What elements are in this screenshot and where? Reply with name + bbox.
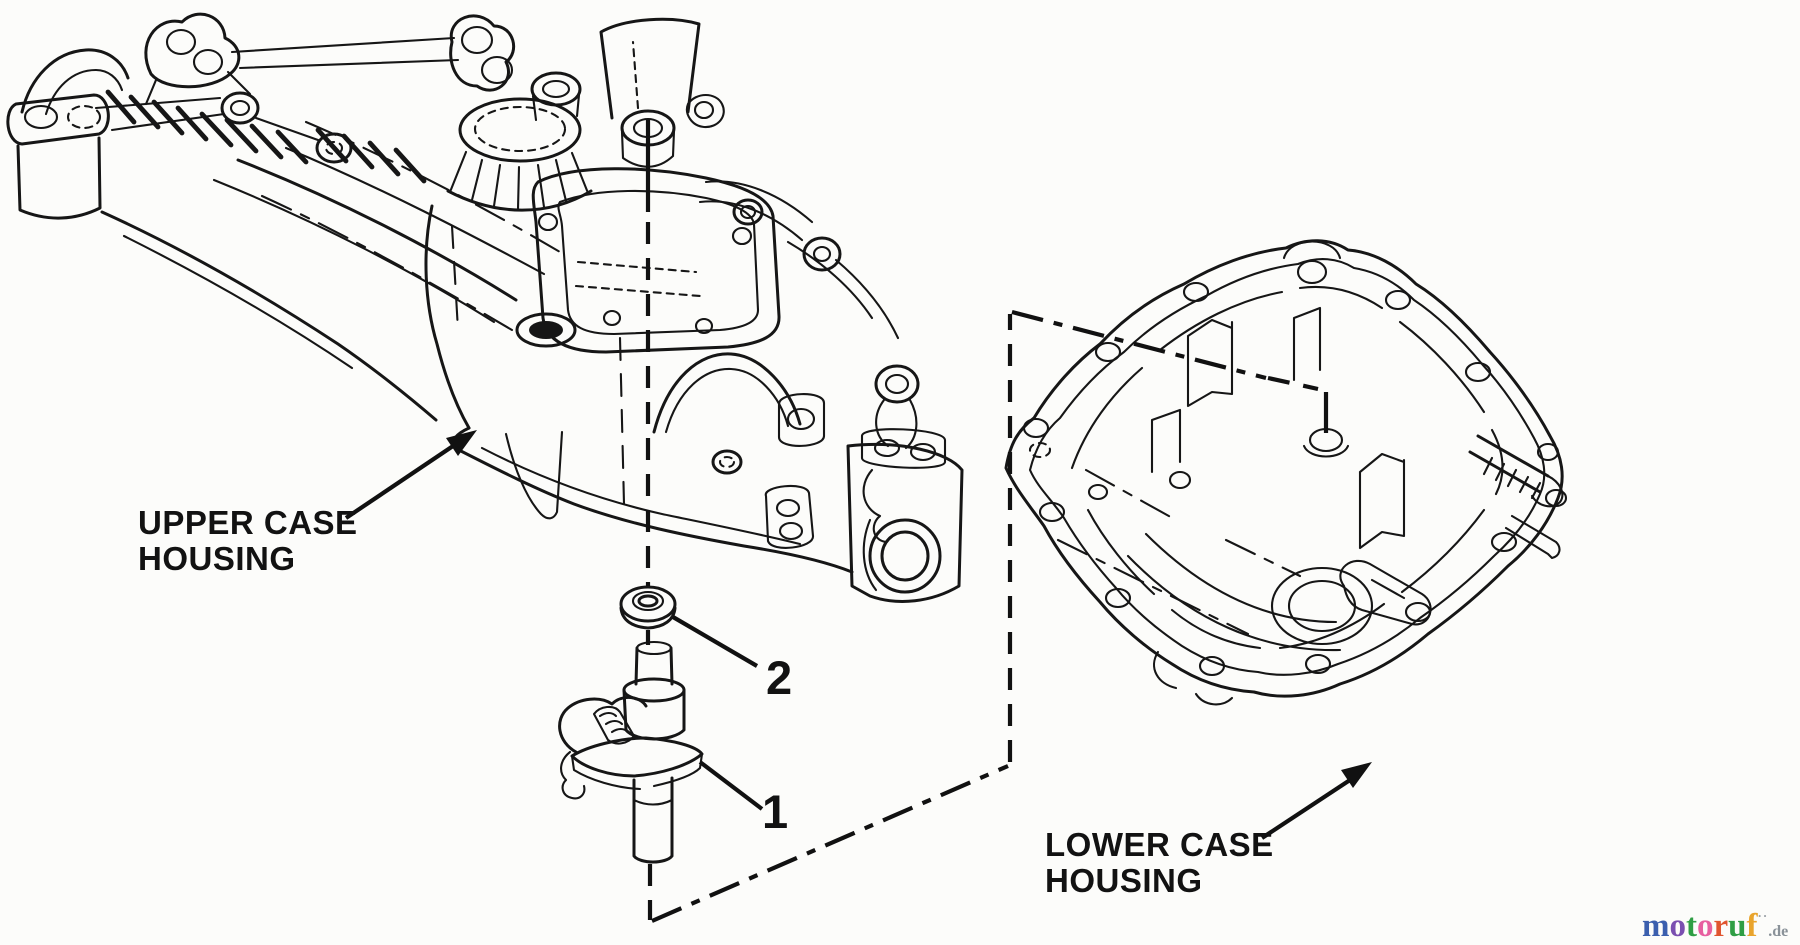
upper-case-arrow-line bbox=[344, 442, 458, 520]
logo-letter: f bbox=[1746, 908, 1758, 944]
upper-case-label-line2: HOUSING bbox=[138, 540, 296, 577]
logo-letter: o bbox=[1669, 908, 1687, 944]
logo-letter: m bbox=[1642, 908, 1670, 944]
part-1-number: 1 bbox=[762, 785, 788, 838]
logo-letter: r bbox=[1713, 908, 1729, 944]
part-1-control-shaft-drawing bbox=[558, 640, 704, 864]
main-cavity bbox=[531, 167, 781, 354]
upper-case-label-line1: UPPER CASE bbox=[138, 504, 358, 541]
logo-trademark-dots: ·· bbox=[1757, 908, 1769, 923]
upper-case-housing-drawing bbox=[6, 12, 964, 603]
upper-case-callout: UPPER CASE HOUSING bbox=[138, 430, 477, 577]
part-1-leader-line bbox=[698, 760, 764, 811]
logo-domain-suffix: .de bbox=[1768, 923, 1789, 940]
shaft-seat-boss bbox=[1302, 427, 1350, 458]
bolt-hole bbox=[66, 104, 102, 130]
lower-case-label-line1: LOWER CASE bbox=[1045, 826, 1274, 863]
assembly-centerline bbox=[645, 120, 1329, 923]
lower-case-callout: LOWER CASE HOUSING bbox=[1045, 762, 1372, 899]
bolt-hole bbox=[23, 104, 59, 130]
lower-case-arrow-line bbox=[1260, 778, 1352, 840]
watermark-motoruf-logo: motoruf··.de bbox=[1642, 896, 1800, 944]
part-1-callout: 1 bbox=[698, 760, 788, 838]
part-2-callout: 2 bbox=[671, 615, 792, 704]
lower-case-label-line2: HOUSING bbox=[1045, 862, 1203, 899]
gear-bore bbox=[446, 97, 593, 212]
logo-letter: t bbox=[1686, 908, 1697, 944]
output-shaft-stub bbox=[1468, 434, 1564, 560]
part-2-seal-drawing bbox=[619, 585, 677, 630]
part-2-leader-line bbox=[671, 615, 759, 668]
axle-bore bbox=[846, 428, 964, 603]
lower-case-housing-drawing bbox=[1004, 239, 1568, 706]
part-2-number: 2 bbox=[766, 651, 792, 704]
upper-case-arrowhead bbox=[446, 430, 477, 456]
logo-letter: u bbox=[1728, 908, 1747, 944]
lower-case-arrowhead bbox=[1341, 762, 1372, 788]
logo-letter: o bbox=[1697, 908, 1714, 944]
